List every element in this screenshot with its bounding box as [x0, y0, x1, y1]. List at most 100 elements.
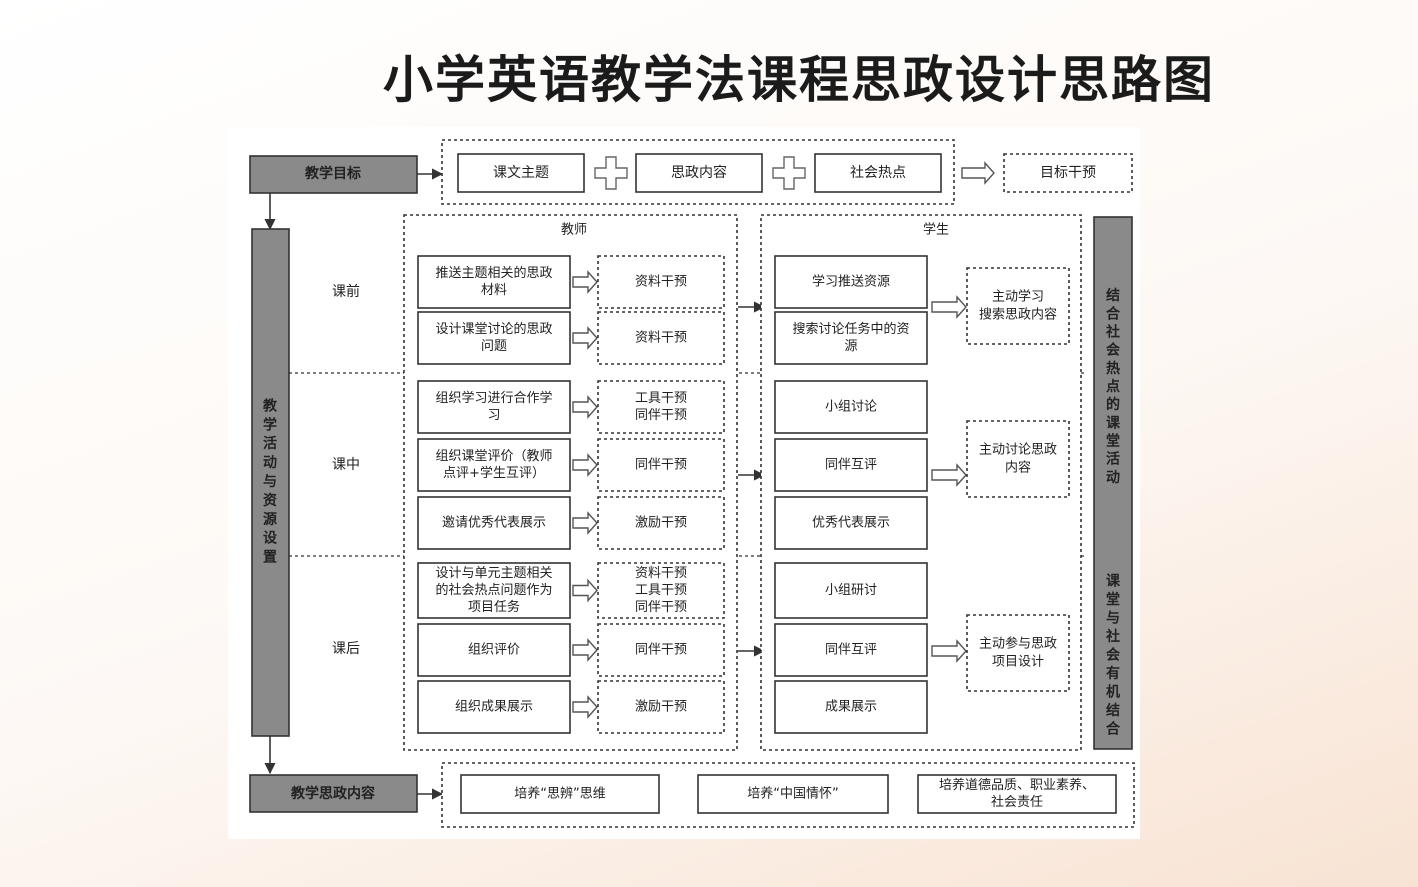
student-activity-box: [774, 311, 928, 365]
side-top-char: 课: [1106, 415, 1121, 431]
teacher-action: 组织课堂评价（教师: [435, 448, 552, 464]
goal-label-box: [249, 155, 418, 194]
outcome-text: 内容: [1005, 460, 1031, 476]
teacher-action-box: [417, 680, 571, 734]
activity-label-char: 资: [263, 492, 277, 509]
side-bottom-char: 社: [1105, 628, 1120, 645]
intervention-text: 资料干预: [635, 566, 687, 581]
intervention-box: [597, 680, 725, 734]
hollow-arrow: [572, 511, 598, 535]
intervention-text: 资料干预: [635, 275, 687, 290]
side-bottom-char: 合: [1106, 721, 1121, 738]
ideology-item: 培养“中国情怀”: [747, 786, 838, 802]
goal-item: 思政内容: [671, 164, 727, 181]
hollow-arrow: [572, 453, 598, 477]
teacher-action-box: [417, 311, 571, 365]
intervention-box: [597, 496, 725, 550]
hollow-arrow: [572, 638, 598, 662]
teacher-action: 设计课堂讨论的思政: [435, 321, 552, 337]
side-top-char: 堂: [1106, 433, 1120, 450]
activity-label-box: [251, 228, 290, 737]
student-activity-box: [774, 623, 928, 677]
goal-item-box: [814, 153, 942, 193]
page-title: 小学英语教学法课程思政设计思路图: [383, 50, 1215, 109]
hollow-arrow: [572, 695, 598, 719]
hollow-arrow: [931, 295, 967, 319]
side-bottom-char: 课: [1106, 573, 1121, 589]
goal-item-box: [635, 153, 763, 193]
activity-label-char: 置: [263, 549, 277, 566]
ideology-item-box: [460, 774, 660, 814]
outcome-box: [966, 614, 1070, 692]
student-activity-box: [774, 562, 928, 619]
ideology-item: 社会责任: [991, 794, 1043, 810]
activity-label-char: 教: [263, 397, 278, 414]
activity-label-char: 与: [263, 474, 277, 490]
outcome-text: 搜索思政内容: [979, 307, 1057, 323]
intervention-text: 激励干预: [635, 700, 687, 715]
ideology-item-box: [917, 774, 1117, 814]
activity-label-char: 活: [263, 435, 277, 452]
side-top-char: 会: [1106, 342, 1121, 359]
intervention-box: [597, 623, 725, 677]
outcome-text: 主动学习: [992, 289, 1044, 305]
intervention-box: [597, 562, 725, 619]
hollow-arrow: [931, 639, 967, 663]
hollow-arrow: [961, 161, 995, 185]
goal-label: 教学目标: [305, 165, 361, 182]
outcome-box: [966, 267, 1070, 345]
intervention-text: 同伴干预: [635, 458, 687, 473]
side-top-char: 热: [1106, 360, 1120, 377]
student-activity: 同伴互评: [825, 643, 877, 658]
intervention-text: 工具干预: [635, 391, 687, 406]
side-top-char: 的: [1106, 396, 1120, 413]
goal-item-box: [457, 153, 585, 193]
intervention-text: 激励干预: [635, 516, 687, 531]
teacher-action: 项目任务: [468, 599, 520, 615]
teacher-action: 的社会热点问题作为: [435, 582, 552, 598]
teacher-action: 组织评价: [468, 643, 520, 658]
stage-label: 课中: [332, 457, 360, 473]
intervention-box: [597, 380, 725, 434]
teacher-action-box: [417, 380, 571, 434]
hollow-arrow: [572, 578, 598, 603]
student-activity-box: [774, 380, 928, 434]
teacher-action-box: [417, 496, 571, 550]
side-bottom-char: 会: [1106, 647, 1121, 664]
teacher-action: 设计与单元主题相关: [435, 566, 552, 581]
side-bottom-char: 与: [1106, 610, 1120, 626]
plus-icon: [594, 156, 628, 190]
goal-result-box: [1003, 153, 1133, 193]
outcome-text: 主动参与思政: [979, 636, 1057, 652]
student-activity: 成果展示: [825, 700, 877, 715]
outcome-text: 项目设计: [992, 655, 1044, 670]
student-activity: 学习推送资源: [812, 274, 890, 290]
intervention-box: [597, 255, 725, 309]
student-activity: 搜索讨论任务中的资: [792, 321, 909, 337]
student-activity: 优秀代表展示: [812, 516, 890, 531]
teacher-action: 邀请优秀代表展示: [442, 516, 546, 531]
student-activity: 小组讨论: [825, 400, 877, 415]
intervention-text: 资料干预: [635, 331, 687, 346]
teacher-action-box: [417, 438, 571, 492]
teacher-action: 问题: [481, 339, 507, 354]
teacher-action: 组织成果展示: [455, 700, 533, 715]
intervention-box: [597, 311, 725, 365]
intervention-text: 同伴干预: [635, 600, 687, 615]
teacher-action-box: [417, 255, 571, 309]
ideology-item-box: [697, 774, 889, 814]
ideology-label-box: [249, 774, 418, 813]
side-top-char: 动: [1106, 469, 1120, 486]
teacher-label: 教师: [561, 222, 587, 238]
student-activity-box: [774, 255, 928, 309]
hollow-arrow: [572, 270, 598, 294]
side-bottom-char: 机: [1106, 684, 1120, 701]
intervention-text: 同伴干预: [635, 643, 687, 658]
side-top-char: 社: [1105, 323, 1120, 340]
teacher-action-box: [417, 623, 571, 677]
goal-result: 目标干预: [1040, 165, 1096, 181]
side-bottom-char: 堂: [1106, 591, 1120, 608]
hollow-arrow: [572, 326, 598, 350]
intervention-text: 同伴干预: [635, 408, 687, 423]
side-top-char: 点: [1106, 378, 1120, 395]
